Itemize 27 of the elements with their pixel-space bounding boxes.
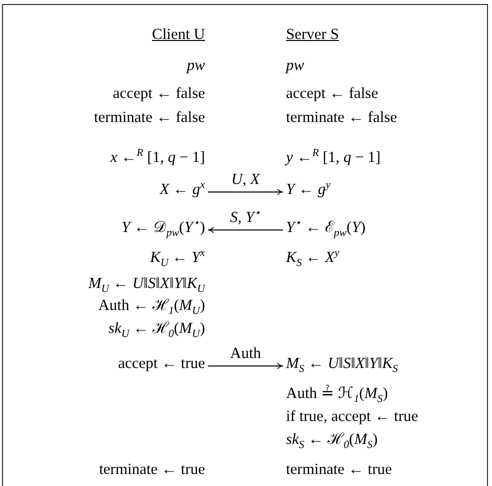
formula-text: if true, accept ← true — [286, 407, 418, 427]
party-heading: Server S — [286, 25, 339, 45]
formula-text: K$_{U}$ ← Y$^{x}$ — [150, 248, 205, 268]
formula-text: Y$^{⋆}$ ← ℰ$_{pw}$(Y) — [286, 218, 366, 238]
edge-label: S, Y$^{⋆}$ — [228, 209, 264, 227]
formula-text: M$_{U}$ ← U‖S‖X‖Y‖K$_{U}$ — [88, 274, 205, 294]
formula-text: X ← g$^{x}$ — [160, 180, 205, 200]
formula-text: pw — [286, 56, 304, 76]
formula-text: M$_{S}$ ← U‖S‖X‖Y‖K$_{S}$ — [286, 354, 398, 374]
formula-text: y ←$^{R}$ [1, q − 1] — [286, 148, 381, 168]
formula-text: Auth ← ℋ$_{1}$(M$_{U}$) — [98, 296, 205, 316]
formula-text: sk$_{U}$ ← ℋ$_{0}$(M$_{U}$) — [108, 319, 205, 339]
formula-text: accept ← true — [118, 354, 205, 374]
formula-text: accept ← false — [112, 84, 205, 104]
formula-text: Y ← g$^{y}$ — [286, 180, 330, 200]
formula-text: terminate ← false — [286, 108, 398, 128]
formula-text: terminate ← true — [286, 460, 392, 480]
formula-text: Auth ≟ ℋ$_{1}$(M$_{S}$) — [286, 384, 388, 404]
formula-text: terminate ← true — [99, 460, 205, 480]
party-heading: Client U — [152, 25, 205, 45]
formula-text: accept ← false — [286, 84, 378, 104]
formula-text: x ←$^{R}$ [1, q − 1] — [110, 148, 205, 168]
formula-text: sk$_{S}$ ← ℋ$_{0}$(M$_{S}$) — [286, 430, 378, 450]
formula-text: K$_{S}$ ← X$^{y}$ — [286, 248, 340, 268]
formula-text: terminate ← false — [94, 108, 205, 128]
formula-text: pw — [186, 56, 205, 76]
formula-text: Y ← 𝒟$_{pw}$(Y$^{⋆}$) — [122, 218, 205, 238]
